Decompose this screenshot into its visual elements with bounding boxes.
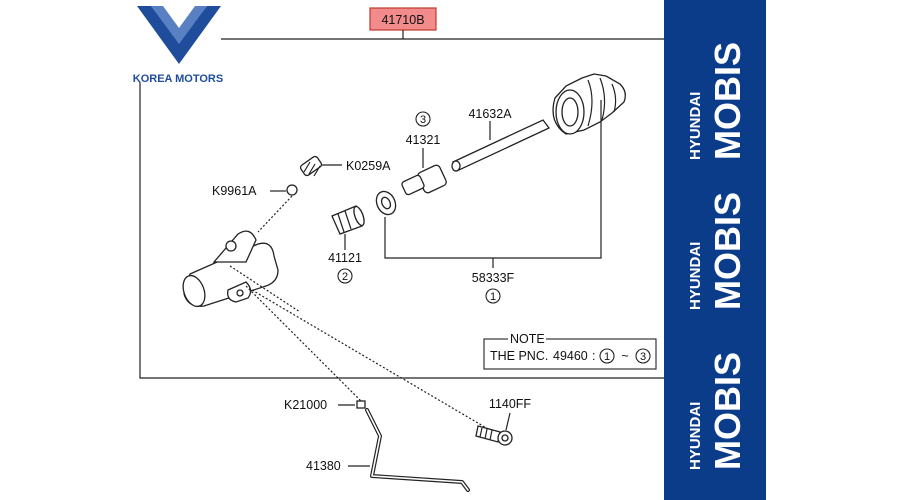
ball-part-drawing <box>286 184 298 196</box>
brand-name-3: MOBIS <box>707 352 748 470</box>
note-range-start-marker <box>599 348 615 364</box>
cup-seal-part-drawing <box>331 205 365 235</box>
boot-part-drawing <box>552 73 626 135</box>
note-range-separator: ~ <box>621 349 628 363</box>
brand-name-1: MOBIS <box>707 42 748 160</box>
part-label-58333f: 58333F <box>472 271 515 285</box>
note-prefix: THE PNC. <box>490 349 548 363</box>
note-pnc: 49460 <box>553 349 588 363</box>
part-label-k21000: K21000 <box>284 398 327 412</box>
brand-maker-3: HYUNDAI <box>687 402 704 470</box>
push-rod-part-drawing <box>451 119 551 172</box>
part-label-41321: 41321 <box>406 133 441 147</box>
part-label-1140ff: 1140FF <box>489 397 532 411</box>
part-label-k0259a: K0259A <box>346 159 391 173</box>
svg-text::: : <box>592 349 595 363</box>
note-title: NOTE <box>510 332 545 346</box>
part-label-41380: 41380 <box>306 459 341 473</box>
company-name: KOREA MOTORS <box>133 73 223 85</box>
frame-left-bottom-edge <box>139 82 664 379</box>
part-label-41632a: 41632A <box>468 107 512 121</box>
hyundai-mobis-banner: HYUNDAI MOBIS HYUNDAI MOBIS HYUNDAI MOBI… <box>664 0 766 500</box>
marker-41321 <box>415 111 431 127</box>
assembly-code-label: 41710B <box>381 13 424 27</box>
brand-maker-2: HYUNDAI <box>687 242 704 310</box>
korea-motors-logo: KOREA MOTORS <box>133 6 223 85</box>
clip-part-drawing <box>356 400 366 409</box>
brand-name-2: MOBIS <box>707 192 748 310</box>
piston-part-drawing <box>401 164 447 196</box>
part-label-k9961a: K9961A <box>212 184 257 198</box>
brand-maker-1: HYUNDAI <box>687 92 704 160</box>
part-label-41121: 41121 <box>328 251 362 265</box>
marker-58333f <box>485 288 501 304</box>
note-range-to: 3 <box>640 351 646 363</box>
marker-58333f-number: 1 <box>490 291 496 303</box>
note-range-end-marker <box>635 348 651 364</box>
seal-ring-part-drawing <box>375 190 397 216</box>
marker-41121-number: 2 <box>342 271 348 283</box>
note-box: NOTE THE PNC. 49460 : 1 ~ 3 <box>483 332 657 370</box>
note-range-from: 1 <box>604 351 610 363</box>
bleeder-screw-part-drawing <box>299 155 323 177</box>
marker-41121 <box>337 268 353 284</box>
marker-41321-number: 3 <box>420 114 426 126</box>
bolt-part-drawing <box>475 425 513 446</box>
hose-part-drawing <box>365 408 470 492</box>
release-cylinder-body-drawing <box>182 230 279 308</box>
